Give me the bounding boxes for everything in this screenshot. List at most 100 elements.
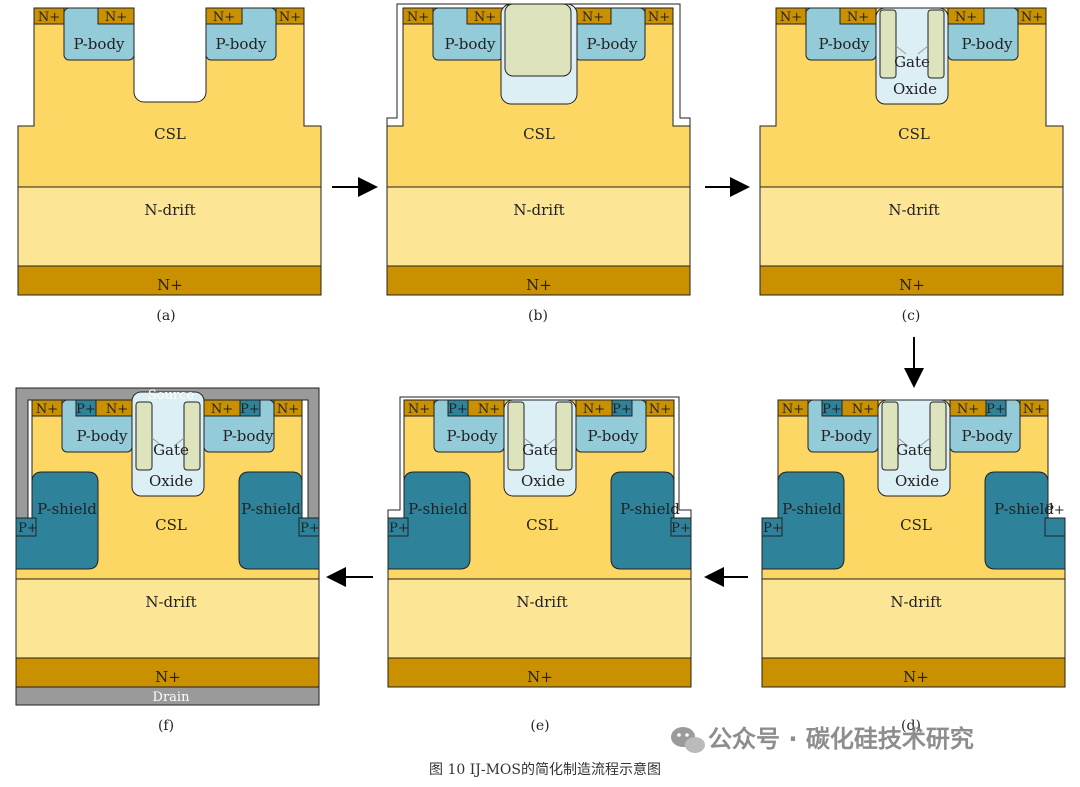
nplus-contact: [97, 7, 135, 25]
gate-connector-line: [545, 437, 557, 447]
nplus-label: N+: [648, 10, 670, 25]
pplus-shield-label: P+: [1045, 503, 1065, 518]
nplus-contact: [273, 399, 303, 417]
caption-d: (d): [901, 718, 921, 734]
pshield-label: P-shield: [620, 500, 680, 518]
nplus-substrate-label: N+: [903, 668, 929, 686]
nplus-label: N+: [407, 10, 429, 25]
pbody-label: P-body: [444, 35, 496, 53]
pshield-right: [610, 471, 692, 570]
nplus-substrate-label: N+: [157, 276, 183, 294]
nplus-substrate-label: N+: [526, 276, 552, 294]
nplus-substrate-label: N+: [899, 276, 925, 294]
panel-a: N+ N+ N+ N+ P-body P-body CSL N-drift N+: [17, 5, 322, 296]
pshield-left: [761, 471, 845, 570]
nplus-label: N+: [213, 10, 235, 25]
nplus-label: N+: [1021, 10, 1043, 25]
panel-e: N+ P+ N+ N+ P+ N+ P-body P-body Gate Oxi…: [387, 396, 692, 688]
gate-connector-line: [917, 45, 929, 55]
caption-f: (f): [158, 718, 174, 734]
pplus-contact: [239, 399, 261, 417]
ndrift-region: [761, 578, 1066, 659]
watermark: 公众号 · 碳化硅技术研究: [671, 725, 974, 753]
nplus-label: N+: [36, 402, 58, 417]
pbody-label: P-body: [76, 427, 128, 445]
nplus-contact: [33, 7, 65, 25]
pplus-label: P+: [986, 402, 1006, 417]
nplus-label: N+: [583, 402, 605, 417]
nplus-label: N+: [847, 10, 869, 25]
caption-b: (b): [528, 308, 548, 324]
gate-poly-right: [929, 401, 947, 471]
nplus-label: N+: [957, 402, 979, 417]
nplus-contact: [403, 399, 435, 417]
ndrift-label: N-drift: [145, 593, 196, 611]
nplus-contact: [1017, 7, 1047, 25]
ndrift-region: [387, 578, 692, 659]
pshield-right: [984, 471, 1066, 570]
nplus-contact: [775, 7, 807, 25]
ndrift-label: N-drift: [890, 593, 941, 611]
drain-label: Drain: [153, 690, 191, 705]
pbody-label: P-body: [820, 427, 872, 445]
gate-poly-left: [135, 401, 153, 471]
csl-label: CSL: [898, 125, 930, 143]
pshield-label: P-shield: [37, 500, 97, 518]
pshield-left: [15, 471, 99, 570]
gate-connector-line: [151, 437, 163, 447]
pshield-label: P-shield: [408, 500, 468, 518]
pplus-label: P+: [240, 402, 260, 417]
wechat-icon: [671, 727, 705, 753]
gate-connector-line: [523, 437, 535, 447]
panel-c: N+ N+ N+ N+ P-body P-body Gate Oxide CSL…: [759, 7, 1064, 296]
pplus-shield-label: P+: [389, 521, 409, 536]
nplus-label: N+: [106, 402, 128, 417]
nplus-label: N+: [105, 10, 127, 25]
oxide-label: Oxide: [149, 472, 193, 490]
figure-caption: 图 10 IJ-MOS的简化制造流程示意图: [429, 761, 661, 778]
csl-label: CSL: [523, 125, 555, 143]
nplus-contact: [644, 7, 674, 25]
ndrift-label: N-drift: [513, 201, 564, 219]
gate-connector-line: [919, 437, 931, 447]
pshield-label: P-shield: [994, 500, 1054, 518]
pplus-shield-contact: [761, 517, 783, 537]
gate-label: Gate: [894, 53, 930, 71]
gate-poly-left: [507, 401, 525, 471]
gate-label: Gate: [522, 441, 558, 459]
nplus-label: N+: [1023, 402, 1045, 417]
nplus-label: N+: [782, 402, 804, 417]
gate-connector-line: [895, 45, 907, 55]
gate-label: Gate: [153, 441, 189, 459]
pplus-shield-contact: [1044, 517, 1066, 537]
nplus-label: N+: [780, 10, 802, 25]
nplus-label: N+: [211, 402, 233, 417]
pplus-contact: [985, 399, 1007, 417]
pplus-shield-label: P+: [300, 521, 320, 536]
pplus-label: P+: [76, 402, 96, 417]
pbody-label: P-body: [215, 35, 267, 53]
nplus-contact: [1019, 399, 1049, 417]
pshield-right: [238, 471, 320, 570]
gate-connector-line: [897, 437, 909, 447]
nplus-contact: [402, 7, 434, 25]
ndrift-label: N-drift: [144, 201, 195, 219]
panel-d: N+ P+ N+ N+ P+ N+ P-body P-body Gate Oxi…: [761, 399, 1066, 688]
pbody-label: P-body: [222, 427, 274, 445]
nplus-contact: [31, 399, 63, 417]
nplus-contact: [275, 7, 305, 25]
pbody-label: P-body: [73, 35, 125, 53]
nplus-contact: [777, 399, 809, 417]
csl-label: CSL: [526, 516, 558, 534]
nplus-substrate-label: N+: [527, 668, 553, 686]
oxide-label: Oxide: [895, 472, 939, 490]
pplus-shield-label: P+: [763, 521, 783, 536]
nplus-substrate: [759, 265, 1064, 296]
gate-poly: [504, 3, 572, 77]
nplus-label: N+: [277, 402, 299, 417]
pbody-label: P-body: [586, 35, 638, 53]
pplus-contact: [611, 399, 633, 417]
gate-poly-left: [879, 9, 897, 79]
gate-poly-left: [881, 401, 899, 471]
nplus-label: N+: [955, 10, 977, 25]
